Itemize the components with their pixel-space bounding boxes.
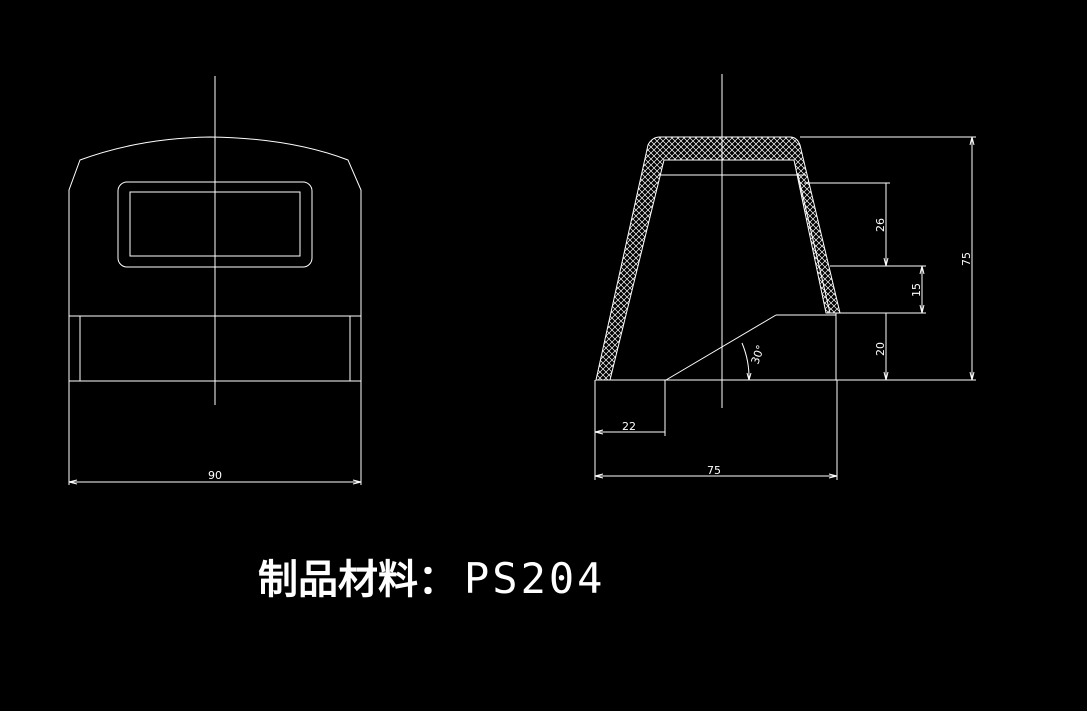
dim-15-arrows: [919, 265, 925, 314]
material-label: 制品材料：: [258, 557, 458, 603]
side-view: 30° 75 22 26 15 20 75: [594, 74, 976, 480]
dim-26-arrow: [883, 257, 889, 267]
front-window-outer: [117, 181, 313, 268]
ramp-line: [665, 314, 777, 381]
material-value: PS204: [464, 554, 606, 603]
dim-20: 20: [874, 342, 887, 356]
front-width-dim: 90: [208, 469, 222, 482]
front-dim-arrows: [68, 479, 362, 485]
angle-arrow: [746, 372, 752, 381]
front-window-inner: [129, 191, 301, 257]
dim-75-total: 75: [960, 252, 973, 266]
front-outline: [68, 136, 362, 382]
angle-label: 30°: [749, 343, 768, 366]
offset-dim: 22: [622, 420, 636, 433]
dim-15: 15: [910, 283, 923, 297]
side-bottom-dim: 75: [707, 464, 721, 477]
dim-75-arrows: [969, 136, 975, 381]
section-wall-hatch: [595, 136, 841, 381]
front-view: 90: [68, 76, 362, 485]
side-dim-arrows: [594, 473, 838, 479]
material-note: 制品材料：PS204: [258, 552, 605, 616]
dim-20-arrow: [883, 371, 889, 381]
dim-26: 26: [874, 218, 887, 232]
offset-dim-arrow: [594, 429, 604, 435]
inner-slope-line: [797, 174, 831, 314]
